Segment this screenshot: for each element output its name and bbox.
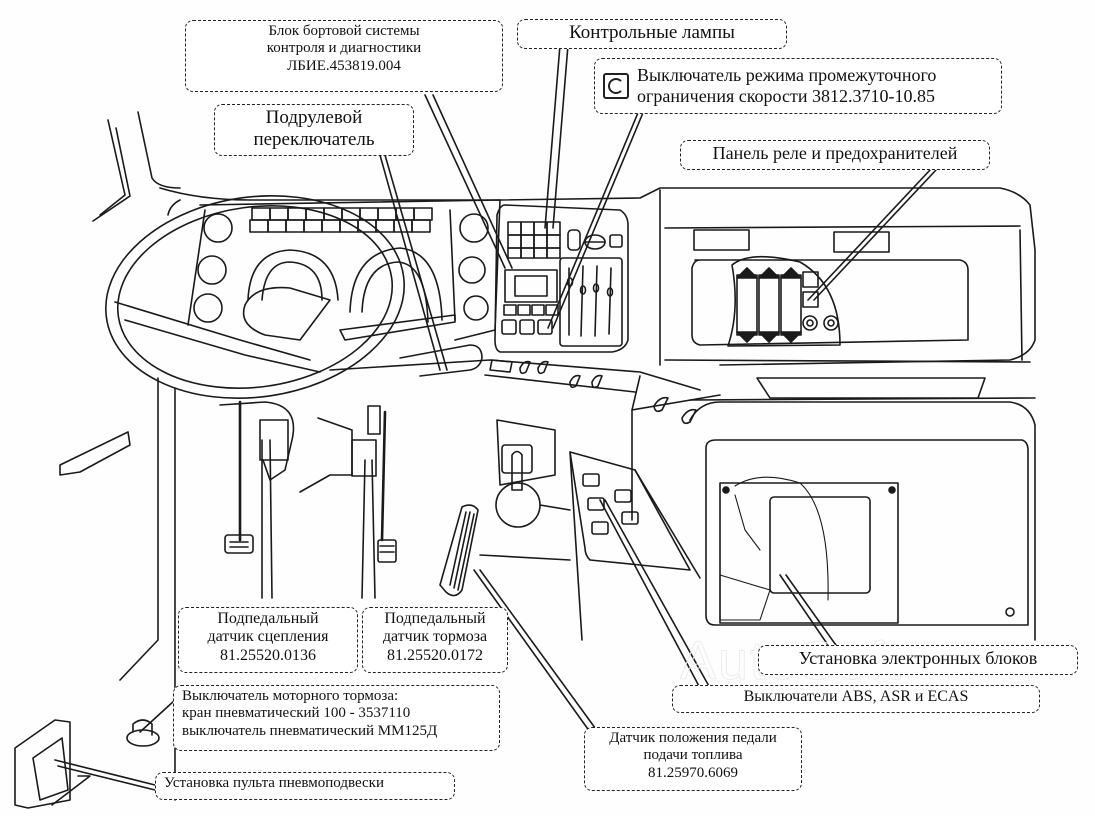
engine-brake-switch-part bbox=[126, 719, 160, 747]
label-line: Выключатель моторного тормоза: bbox=[182, 688, 399, 704]
steering-wheel bbox=[105, 194, 483, 400]
speed-limiter-icon bbox=[603, 73, 629, 99]
label-line: Выключатель режима промежуточного bbox=[637, 65, 937, 86]
label-line: Установка пульта пневмоподвески bbox=[164, 775, 384, 791]
brake-pedal bbox=[299, 405, 397, 563]
electronic-units-cabinet bbox=[689, 401, 1036, 641]
label-steering-column-switch: Подрулевой переключатель bbox=[214, 104, 414, 156]
label-line: Подрулевой bbox=[265, 107, 363, 128]
label-air-suspension-panel: Установка пульта пневмоподвески bbox=[155, 772, 455, 800]
lower-console bbox=[479, 419, 701, 641]
label-line: 81.25520.0172 bbox=[387, 646, 483, 664]
label-line: Датчик положения педали bbox=[609, 730, 777, 746]
label-line: Выключатели ABS, ASR и ECAS bbox=[743, 688, 969, 705]
clutch-pedal bbox=[219, 400, 295, 554]
accelerator-pedal bbox=[439, 504, 479, 597]
rocker-switches bbox=[489, 359, 697, 425]
label-line: 81.25520.0136 bbox=[220, 646, 316, 664]
label-line: датчик сцепления bbox=[207, 628, 329, 646]
air-suspension-remote bbox=[14, 719, 91, 809]
label-line: Подпедальный bbox=[217, 610, 319, 627]
label-line: переключатель bbox=[253, 128, 375, 150]
label-line: датчик тормоза bbox=[382, 628, 488, 646]
label-line: подачи топлива bbox=[643, 747, 743, 764]
label-speed-limit-switch: Выключатель режима промежуточного ограни… bbox=[594, 58, 1002, 114]
leader-lines bbox=[54, 44, 937, 791]
label-warning-lamps: Контрольные лампы bbox=[517, 19, 787, 49]
door-frame bbox=[59, 111, 181, 801]
label-line: ограничения скорости 3812.3710-10.85 bbox=[637, 86, 935, 106]
label-line: Панель реле и предохранителей bbox=[712, 143, 958, 163]
label-brake-sensor: Подпедальный датчик тормоза 81.25520.017… bbox=[362, 607, 508, 673]
label-line: Контрольные лампы bbox=[569, 22, 735, 43]
center-console bbox=[494, 204, 629, 353]
small-gauges bbox=[193, 213, 489, 323]
label-line: Блок бортовой системы bbox=[268, 23, 420, 39]
label-diagnostics-unit: Блок бортовой системы контроля и диагнос… bbox=[185, 20, 503, 92]
label-fuel-pedal-sensor: Датчик положения педали подачи топлива 8… bbox=[584, 727, 802, 791]
label-line: кран пневматический 100 - 3537110 bbox=[182, 705, 411, 722]
label-clutch-sensor: Подпедальный датчик сцепления 81.25520.0… bbox=[178, 607, 358, 673]
dashboard-body bbox=[159, 187, 1036, 521]
label-relay-fuse-panel: Панель реле и предохранителей bbox=[680, 140, 990, 170]
label-abs-asr-ecas-switches: Выключатели ABS, ASR и ECAS bbox=[672, 685, 1040, 713]
label-line: выключатель пневматический ММ125Д bbox=[182, 722, 438, 739]
relay-fuse-panel bbox=[691, 229, 986, 399]
label-line: контроля и диагностики bbox=[266, 40, 422, 57]
label-line: 81.25970.6069 bbox=[648, 764, 738, 781]
label-electronic-units: Установка электронных блоков bbox=[758, 645, 1078, 675]
label-line: Подпедальный bbox=[384, 610, 486, 627]
label-line: Установка электронных блоков bbox=[798, 648, 1038, 668]
main-gauges bbox=[247, 247, 443, 323]
label-engine-brake-switch: Выключатель моторного тормоза: кран пнев… bbox=[173, 685, 500, 751]
label-line: ЛБИЕ.453819.004 bbox=[287, 57, 401, 74]
